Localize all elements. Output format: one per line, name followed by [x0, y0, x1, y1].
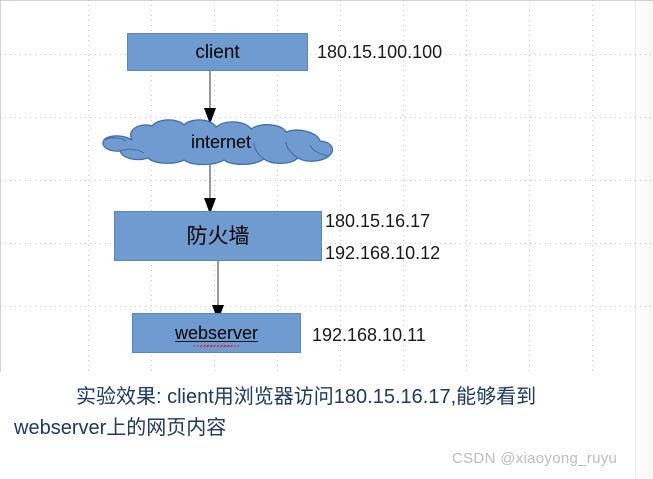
- connector-firewall-to-webserver: [212, 259, 224, 321]
- connector-client-to-internet: [204, 68, 216, 124]
- ip-label-firewall-outside: 180.15.16.17: [325, 211, 431, 231]
- node-internet-label: internet: [190, 131, 252, 152]
- grid-guide-horizontal: [0, 54, 653, 55]
- grid-guide-vertical: [529, 0, 530, 372]
- node-firewall-label: 防火墙: [186, 224, 250, 248]
- node-client-label: client: [195, 41, 240, 63]
- node-client[interactable]: client: [127, 33, 308, 71]
- cloud-shape: [102, 119, 334, 166]
- grid-guide-horizontal: [0, 180, 653, 181]
- grid-guide-vertical: [88, 0, 89, 372]
- grid-guide-horizontal: [0, 117, 653, 118]
- page-edge-line: [635, 0, 636, 479]
- spellcheck-squiggle-icon: [174, 344, 259, 348]
- grid-guide-vertical: [277, 0, 278, 372]
- node-firewall[interactable]: 防火墙: [114, 211, 322, 261]
- grid-guide-vertical: [340, 0, 341, 372]
- node-internet-label-wrap: internet: [86, 118, 342, 166]
- node-webserver-label: webserver: [174, 324, 259, 348]
- grid-guide-horizontal: [0, 306, 653, 307]
- diagram-canvas: [0, 0, 653, 372]
- grid-guide-vertical: [403, 0, 404, 372]
- node-internet[interactable]: internet: [86, 118, 342, 166]
- caption-text: 实验效果: client用浏览器访问180.15.16.17,能够看到webse…: [14, 386, 537, 439]
- grid-guide-vertical: [151, 0, 152, 372]
- grid-guide-vertical: [214, 0, 215, 372]
- ip-label-firewall-inside: 192.168.10.12: [325, 243, 441, 263]
- ip-label-client: 180.15.100.100: [317, 42, 443, 62]
- ip-label-webserver: 192.168.10.11: [312, 325, 426, 345]
- grid-guide-vertical: [466, 0, 467, 372]
- grid-guide-horizontal: [0, 243, 653, 244]
- grid-guide-vertical: [592, 0, 593, 372]
- node-webserver[interactable]: webserver: [132, 313, 301, 353]
- csdn-watermark: CSDN @xiaoyong_ruyu: [452, 450, 618, 467]
